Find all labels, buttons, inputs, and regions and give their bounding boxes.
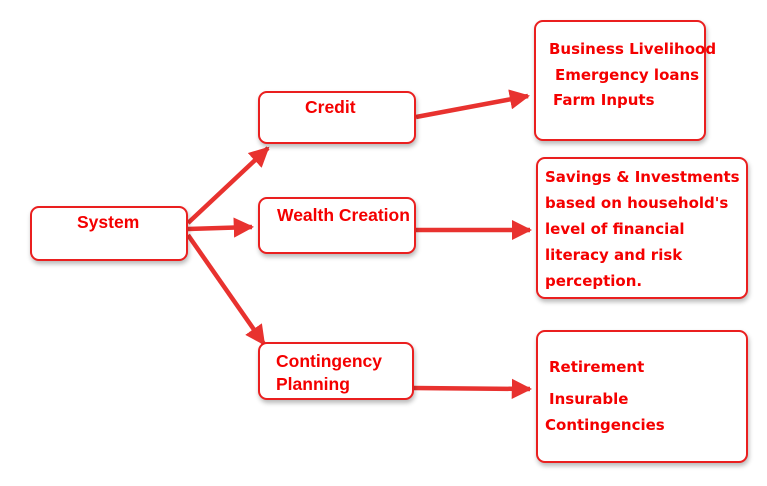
wealth-detail-line: Savings & Investments [545,168,740,186]
wealth-detail-line: literacy and risk [545,246,683,264]
arrow-contingency-planning-to-details [413,378,533,399]
wealth-detail-line: perception. [545,272,643,290]
arrow-system-to-wealth-creation [187,217,255,238]
contingency-label-line-2: Planning [276,374,350,394]
contingency-planning-node [258,342,414,400]
arrow-system-to-credit [186,146,270,225]
contingency-detail-line: Insurable [549,390,629,408]
arrow-credit-to-details [415,89,530,120]
contingency-label-line-1: Contingency [276,351,382,371]
wealth-detail-line: based on household's [545,194,729,212]
wealth-creation-details-box [536,157,748,299]
credit-detail-line: Farm Inputs [553,91,655,109]
credit-detail-line: Emergency loans [555,66,700,84]
wealth-detail-line: level of financial [545,220,685,238]
credit-details-box [534,20,706,141]
system-label: System [77,212,140,232]
credit-label: Credit [305,97,356,117]
wealth-creation-label: Wealth Creation [277,205,410,225]
arrow-system-to-contingency-planning [186,233,266,346]
credit-node [258,91,416,144]
contingency-details-box [536,330,748,463]
contingency-detail-line: Contingencies [545,416,665,434]
system-node [30,206,188,261]
credit-detail-line: Business Livelihood [549,40,717,58]
contingency-detail-line: Retirement [549,358,645,376]
wealth-creation-node [258,197,416,254]
